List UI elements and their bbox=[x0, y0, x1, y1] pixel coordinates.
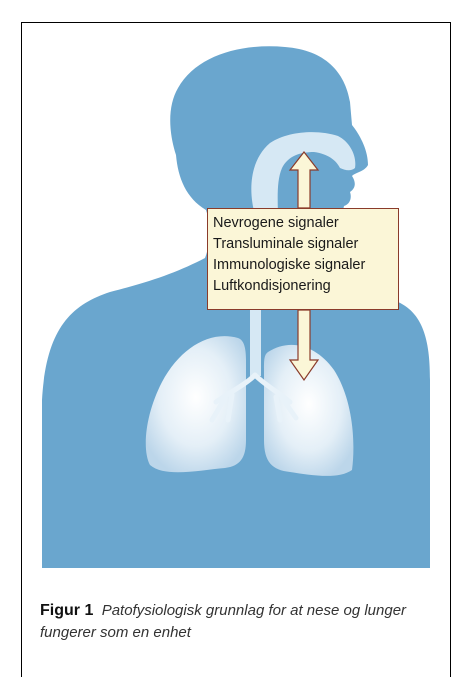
signal-label: Transluminale signaler bbox=[213, 234, 398, 255]
caption-text: Patofysiologisk grunnlag for at nese og … bbox=[40, 602, 406, 641]
signal-label: Immunologiske signaler bbox=[213, 255, 398, 276]
signal-label: Luftkondisjonering bbox=[213, 276, 398, 297]
signal-label: Nevrogene signaler bbox=[213, 213, 398, 234]
signal-label-box: Nevrogene signaler Transluminale signale… bbox=[207, 208, 399, 310]
figure-label: Figur 1 bbox=[40, 602, 93, 619]
figure-caption: Figur 1 Patofysiologisk grunnlag for at … bbox=[40, 600, 440, 644]
